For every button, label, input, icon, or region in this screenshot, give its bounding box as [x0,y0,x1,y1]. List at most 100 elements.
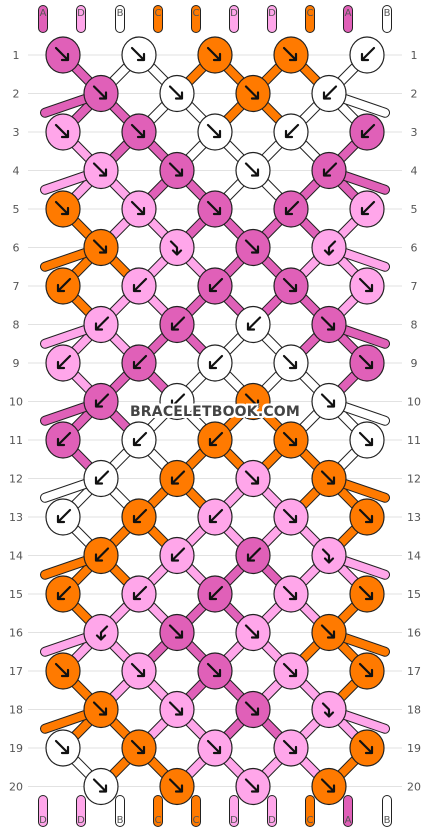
down-left-arrow-icon [132,585,148,601]
knot [311,613,347,652]
knot [273,344,309,382]
knot [45,190,81,228]
down-right-arrow-icon [244,393,260,408]
knot [121,575,157,613]
bottom-string-label: A [345,815,352,826]
down-left-arrow-icon [170,470,186,485]
knot [273,729,309,767]
down-left-arrow-icon [322,162,338,177]
row-number-left: 6 [13,242,20,255]
row-number-left: 1 [13,49,20,62]
down-right-arrow-icon [92,85,108,100]
row-number-left: 7 [13,280,20,293]
left-down-arrow-icon [323,240,337,256]
knot [349,652,385,690]
knot [159,536,195,575]
row-number-left: 17 [9,665,23,678]
row-number-right: 20 [407,781,421,794]
knot [273,575,309,613]
down-right-arrow-icon [282,508,298,524]
left-down-arrow-icon [95,625,109,641]
row-number-right: 13 [407,511,421,524]
down-right-arrow-icon [130,46,146,62]
knot [83,382,119,421]
row-number-right: 14 [407,550,421,563]
knot [349,113,385,151]
down-left-arrow-icon [170,547,186,562]
knot [273,190,309,228]
right-down-arrow-icon [321,548,335,564]
row-number-left: 15 [9,588,23,601]
row-number-left: 19 [9,742,23,755]
knot [273,113,309,151]
knot [83,228,119,267]
knot [311,767,347,806]
down-right-arrow-icon [244,778,260,793]
down-left-arrow-icon [208,277,224,293]
row-number-right: 8 [411,319,418,332]
knot [45,729,81,767]
row-number-left: 9 [13,357,20,370]
knot [197,113,233,151]
down-left-arrow-icon [360,123,376,139]
down-right-arrow-icon [358,508,374,524]
knot [121,113,157,151]
bottom-string-label: D [77,815,85,826]
down-right-arrow-icon [206,200,222,216]
knot [349,344,385,382]
row-number-left: 4 [13,165,20,178]
knot [121,498,157,536]
top-string-label: C [307,8,314,19]
down-right-arrow-icon [282,354,298,370]
knot [311,459,347,498]
bottom-string-label: C [193,815,200,826]
knot [311,382,347,421]
down-left-arrow-icon [284,123,300,139]
knot [311,151,347,190]
down-right-arrow-icon [358,277,374,293]
row-number-right: 19 [407,742,421,755]
down-right-arrow-icon [92,239,108,254]
knot [235,382,271,421]
knot [121,421,157,459]
down-left-arrow-icon [94,393,110,408]
knot-layer [45,36,385,806]
down-right-arrow-icon [358,739,374,755]
bottom-string-label: D [39,815,47,826]
knot [197,575,233,613]
down-left-arrow-icon [170,316,186,331]
down-left-arrow-icon [132,277,148,293]
down-left-arrow-icon [56,585,72,601]
down-left-arrow-icon [94,470,110,485]
down-right-arrow-icon [358,585,374,601]
knot [273,652,309,690]
knot [349,729,385,767]
top-string-label: D [77,8,85,19]
row-number-right: 1 [411,49,418,62]
down-left-arrow-icon [208,585,224,601]
knot [121,190,157,228]
knot [273,36,309,74]
knot [235,228,271,267]
down-left-arrow-icon [56,354,72,370]
down-right-arrow-icon [358,662,374,678]
down-right-arrow-icon [320,624,336,639]
knot [83,151,119,190]
knot [121,729,157,767]
down-right-arrow-icon [282,431,298,447]
knot [159,690,195,729]
bottom-string-label: D [230,815,238,826]
knot [197,267,233,305]
down-right-arrow-icon [54,46,70,62]
down-right-arrow-icon [168,85,184,100]
row-number-right: 2 [411,88,418,101]
knot [159,613,195,652]
row-number-right: 6 [411,242,418,255]
down-right-arrow-icon [54,739,70,755]
top-string-label: C [193,8,200,19]
down-right-arrow-icon [92,162,108,177]
bottom-string-label: C [307,815,314,826]
knot [121,36,157,74]
down-left-arrow-icon [132,354,148,370]
